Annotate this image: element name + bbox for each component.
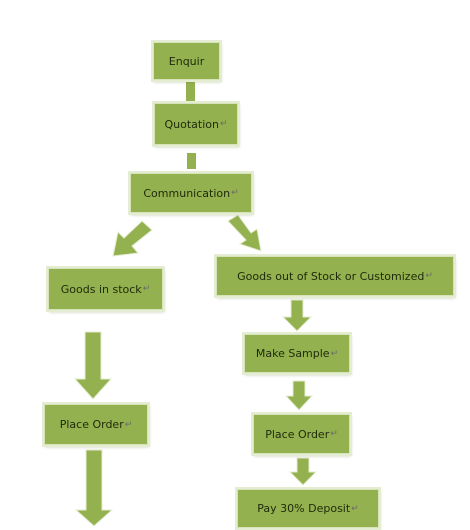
node-place-order-left-label: Place Order bbox=[59, 418, 124, 431]
node-enquiry-label: Enquir bbox=[168, 54, 205, 68]
return-mark-icon: ↵ bbox=[219, 119, 228, 129]
node-make-sample: Make Sample↵ bbox=[244, 334, 350, 373]
arrow-goods-out-of-stock-make-sample bbox=[281, 299, 313, 332]
arrow-place-order-continue bbox=[74, 449, 114, 527]
node-communication-label: Communication bbox=[143, 186, 231, 200]
node-communication: Communication↵ bbox=[130, 173, 252, 213]
node-place-order-right-label: Place Order bbox=[265, 427, 330, 441]
node-pay-deposit-label: Pay 30% Deposit bbox=[257, 502, 351, 515]
return-mark-icon: ↵ bbox=[142, 284, 151, 294]
node-goods-in-stock-label: Goods in stock bbox=[60, 282, 142, 296]
node-enquiry: Enquir bbox=[153, 42, 220, 80]
arrow-goods-in-stock-place-order bbox=[73, 331, 113, 400]
node-quotation: Quotation↵ bbox=[154, 103, 238, 145]
arrow-communication-goods-in-stock bbox=[112, 220, 153, 257]
arrow-make-sample-place-order bbox=[284, 380, 314, 411]
return-mark-icon: ↵ bbox=[330, 429, 338, 439]
node-goods-out-of-stock: Goods out of Stock or Customized↵ bbox=[216, 256, 454, 296]
arrow-place-order-pay-deposit bbox=[288, 457, 318, 486]
return-mark-icon: ↵ bbox=[425, 271, 433, 281]
arrow-communication-goods-out-of-stock bbox=[227, 214, 262, 252]
node-quotation-label: Quotation bbox=[164, 117, 219, 131]
node-make-sample-label: Make Sample bbox=[255, 347, 330, 360]
node-place-order-right: Place Order↵ bbox=[253, 414, 350, 454]
return-mark-icon: ↵ bbox=[351, 503, 359, 514]
node-pay-deposit: Pay 30% Deposit↵ bbox=[237, 489, 379, 528]
node-goods-in-stock: Goods in stock↵ bbox=[48, 268, 163, 310]
connector-quotation-communication bbox=[187, 153, 196, 169]
return-mark-icon: ↵ bbox=[330, 348, 339, 359]
return-mark-icon: ↵ bbox=[124, 419, 133, 430]
connector-enquiry-quotation bbox=[186, 81, 195, 101]
node-goods-out-of-stock-label: Goods out of Stock or Customized bbox=[237, 269, 425, 283]
node-place-order-left: Place Order↵ bbox=[44, 404, 148, 445]
return-mark-icon: ↵ bbox=[231, 188, 239, 198]
